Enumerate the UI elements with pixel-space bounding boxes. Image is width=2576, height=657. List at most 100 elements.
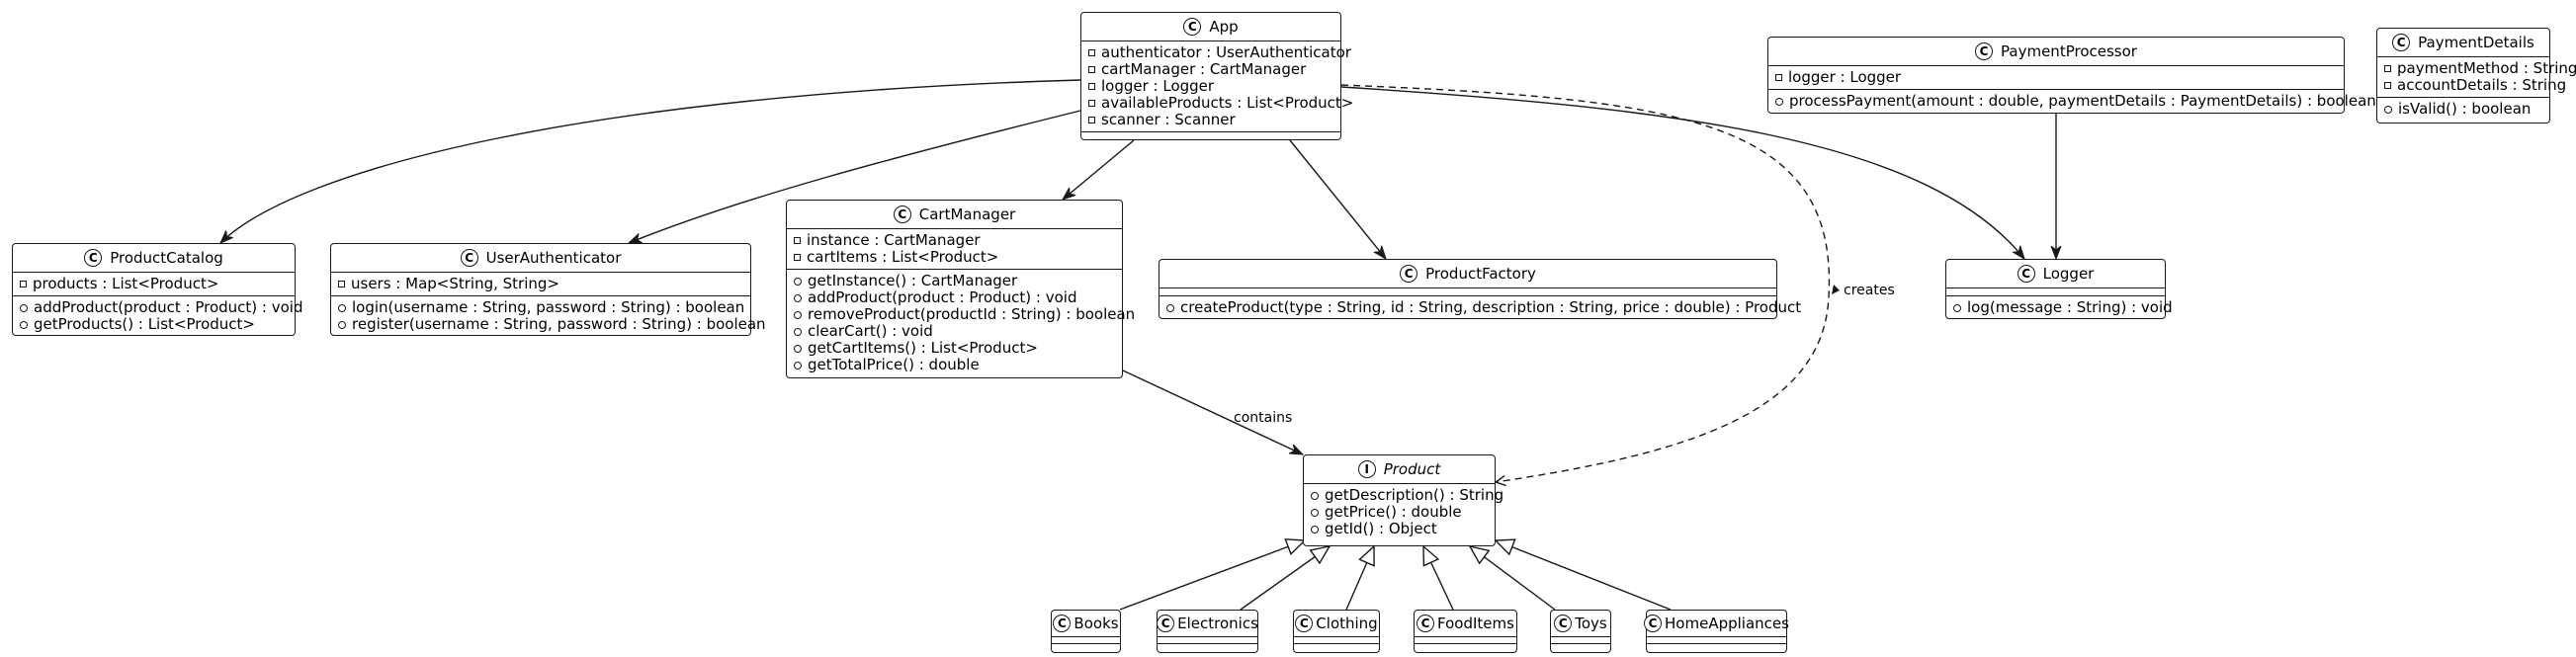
class-userauthenticator: C UserAuthenticator users : Map<String, … <box>330 243 766 336</box>
attribute-row: cartItems : List<Product> <box>794 249 1117 266</box>
edge-app-to-productcatalog <box>220 79 1081 243</box>
class-header: C Logger <box>1946 260 2165 288</box>
public-visibility-icon <box>1166 303 1174 312</box>
edge-clothing-extends-product <box>1345 546 1374 611</box>
attribute-section <box>1294 637 1379 644</box>
attribute-row: paymentMethod : String <box>2384 60 2576 77</box>
edge-app-to-logger <box>1340 86 2024 259</box>
class-badge-icon: C <box>1295 615 1314 632</box>
method-row: getDescription() : String <box>1311 487 1503 504</box>
attribute-section <box>1159 288 1776 296</box>
class-header: C ProductFactory <box>1159 260 1776 288</box>
method-row: isValid() : boolean <box>2384 101 2544 118</box>
method-section: addProduct(product : Product) : void get… <box>13 296 302 336</box>
private-visibility-icon <box>2384 82 2391 89</box>
class-name: Logger <box>2042 265 2095 283</box>
class-badge-icon: C <box>1157 615 1175 632</box>
attribute-section <box>1551 637 1610 644</box>
class-cartmanager: C CartManager instance : CartManager car… <box>786 200 1135 378</box>
method-section <box>1052 644 1120 650</box>
class-badge-icon: C <box>84 249 103 267</box>
method-section <box>1294 644 1379 650</box>
attribute-row: instance : CartManager <box>794 232 1117 249</box>
public-visibility-icon <box>794 277 802 286</box>
attribute-row: scanner : Scanner <box>1088 112 1335 128</box>
private-visibility-icon <box>1775 74 1782 81</box>
method-section: login(username : String, password : Stri… <box>331 296 766 336</box>
interface-product: I Product getDescription() : String getP… <box>1303 454 1503 546</box>
edge-app-creates-product <box>1340 84 1831 482</box>
edge-label-creates: creates <box>1844 283 1895 298</box>
attribute-section: logger : Logger <box>1768 66 2344 90</box>
attribute-section <box>1647 637 1786 644</box>
class-badge-icon: C <box>1400 265 1418 283</box>
public-visibility-icon <box>1311 525 1319 534</box>
class-badge-icon: C <box>1183 18 1202 36</box>
attribute-section: products : List<Product> <box>13 273 295 296</box>
private-visibility-icon <box>20 281 27 287</box>
edge-cartmanager-contains-product <box>1122 370 1303 455</box>
method-section: getDescription() : String getPrice() : d… <box>1304 484 1503 540</box>
edge-app-to-userauthenticator <box>629 110 1081 244</box>
attribute-row: cartManager : CartManager <box>1088 61 1335 78</box>
class-badge-icon: C <box>893 205 911 223</box>
public-visibility-icon <box>1311 508 1319 517</box>
edge-label-contains: contains <box>1234 410 1292 426</box>
class-logger: C Logger log(message : String) : void <box>1945 259 2173 319</box>
public-visibility-icon <box>794 361 802 370</box>
class-name: HomeAppliances <box>1665 615 1789 632</box>
class-name: Electronics <box>1177 615 1258 632</box>
class-name: App <box>1209 18 1239 36</box>
public-visibility-icon <box>20 303 28 312</box>
attribute-section: users : Map<String, String> <box>331 273 750 296</box>
interface-badge-icon: I <box>1357 460 1376 478</box>
edge-electronics-extends-product <box>1240 546 1330 611</box>
method-row: getCartItems() : List<Product> <box>794 340 1117 357</box>
class-badge-icon: C <box>1644 615 1663 632</box>
method-row: getId() : Object <box>1311 521 1490 537</box>
class-name: ProductFactory <box>1425 265 1536 283</box>
private-visibility-icon <box>1088 100 1095 107</box>
class-paymentdetails: C PaymentDetails paymentMethod : String … <box>2376 28 2576 123</box>
attribute-row: authenticator : UserAuthenticator <box>1088 44 1351 61</box>
attribute-section <box>1415 637 1516 644</box>
class-name: Books <box>1073 615 1119 632</box>
class-badge-icon: C <box>1417 615 1435 632</box>
class-badge-icon: C <box>460 249 478 267</box>
method-row: addProduct(product : Product) : void <box>794 289 1117 306</box>
edge-app-to-productfactory <box>1289 139 1386 259</box>
class-header: C CartManager <box>787 201 1122 229</box>
method-row: login(username : String, password : Stri… <box>338 299 745 316</box>
edge-fooditems-extends-product <box>1423 546 1454 611</box>
edge-app-to-cartmanager <box>1063 139 1135 200</box>
attribute-section: instance : CartManager cartItems : List<… <box>787 229 1122 270</box>
class-name: FoodItems <box>1437 615 1514 632</box>
class-productfactory: C ProductFactory createProduct(type : St… <box>1159 259 1801 319</box>
attribute-section <box>1158 637 1257 644</box>
class-productcatalog: C ProductCatalog products : List<Product… <box>12 243 302 336</box>
method-row: clearCart() : void <box>794 323 1117 340</box>
method-row: getPrice() : double <box>1311 504 1490 521</box>
private-visibility-icon <box>338 281 345 287</box>
private-visibility-icon <box>1088 117 1095 123</box>
method-section: processPayment(amount : double, paymentD… <box>1768 90 2376 113</box>
attribute-row: accountDetails : String <box>2384 77 2566 94</box>
class-name: PaymentDetails <box>2418 34 2534 51</box>
attribute-row: availableProducts : List<Product> <box>1088 95 1353 112</box>
class-name: Clothing <box>1316 615 1378 632</box>
creates-direction-arrow <box>1832 285 1840 294</box>
method-section <box>1551 644 1610 650</box>
class-header: I Product <box>1304 455 1495 484</box>
private-visibility-icon <box>1088 49 1095 56</box>
attribute-row: logger : Logger <box>1088 78 1335 95</box>
method-section <box>1647 644 1786 650</box>
